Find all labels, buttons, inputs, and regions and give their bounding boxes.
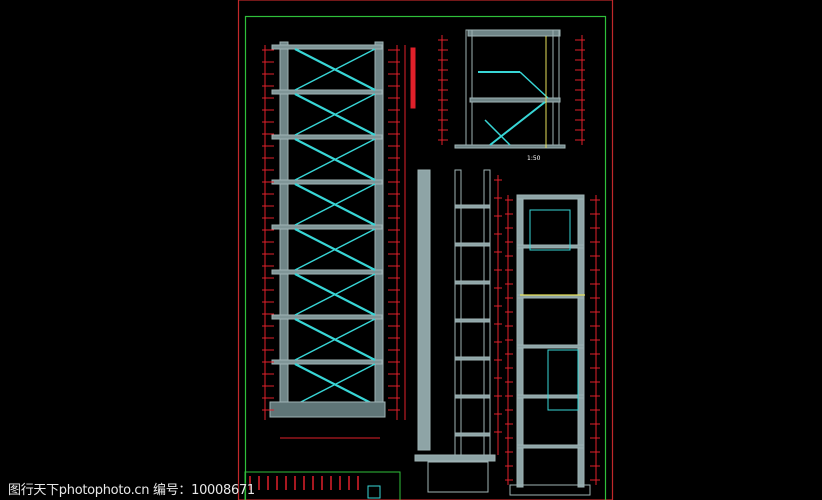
- stair-section-top-right: [438, 29, 585, 149]
- cad-rect: [547, 349, 579, 411]
- cad-rect: [454, 280, 491, 285]
- scale-label: 1:50: [527, 155, 541, 162]
- cad-line: [294, 183, 376, 226]
- cad-rect: [271, 44, 383, 50]
- cad-rect: [454, 356, 491, 361]
- cad-line: [484, 119, 511, 146]
- cad-rect: [410, 47, 416, 109]
- outer-frame: [237, 0, 614, 500]
- cad-rect: [271, 134, 383, 140]
- cad-rect: [454, 169, 462, 461]
- cad-rect: [454, 204, 491, 209]
- cad-rect: [516, 394, 585, 399]
- cad-line: [294, 228, 376, 271]
- cad-rect: [427, 461, 489, 493]
- cad-rect: [367, 485, 381, 499]
- cad-rect: [454, 242, 491, 247]
- watermark-text: 图行天下photophoto.cn 编号：10008671: [8, 483, 255, 498]
- cad-line: [294, 363, 376, 406]
- stair-section-left: [262, 41, 416, 439]
- cad-rect: [577, 196, 585, 488]
- shaft-section-middle: [414, 169, 502, 493]
- cad-rect: [516, 244, 585, 249]
- cad-rect: [271, 269, 383, 275]
- cad-rect: [454, 144, 566, 149]
- cad-rect: [516, 194, 585, 200]
- cad-rect: [454, 394, 491, 399]
- cad-rect: [516, 196, 524, 488]
- elevator-section-right: [505, 194, 600, 496]
- cad-rect: [271, 359, 383, 365]
- cad-rect: [454, 318, 491, 323]
- cad-rect: [469, 97, 561, 103]
- cad-rect: [414, 454, 496, 462]
- cad-rect: [454, 432, 491, 437]
- cad-rect: [516, 444, 585, 449]
- cad-rect: [271, 89, 383, 95]
- cad-rect: [529, 209, 571, 251]
- cad-rect: [465, 29, 473, 149]
- cad-line: [294, 318, 376, 361]
- cad-rect: [467, 29, 561, 37]
- cad-rect: [271, 179, 383, 185]
- cad-rect: [271, 314, 383, 320]
- cad-line: [294, 273, 376, 316]
- cad-rect: [516, 344, 585, 349]
- title-block: [244, 471, 401, 500]
- cad-line: [294, 48, 376, 91]
- cad-line: [294, 138, 376, 181]
- cad-rect: [271, 224, 383, 230]
- cad-rect: [417, 169, 431, 451]
- cad-rect: [483, 169, 491, 461]
- cad-rect: [269, 401, 386, 418]
- cad-line: [489, 101, 546, 146]
- cad-line: [294, 93, 376, 136]
- inner-frame: [244, 15, 607, 500]
- cad-line: [519, 71, 549, 99]
- cad-rect: [509, 484, 591, 496]
- cad-rect: [552, 29, 560, 149]
